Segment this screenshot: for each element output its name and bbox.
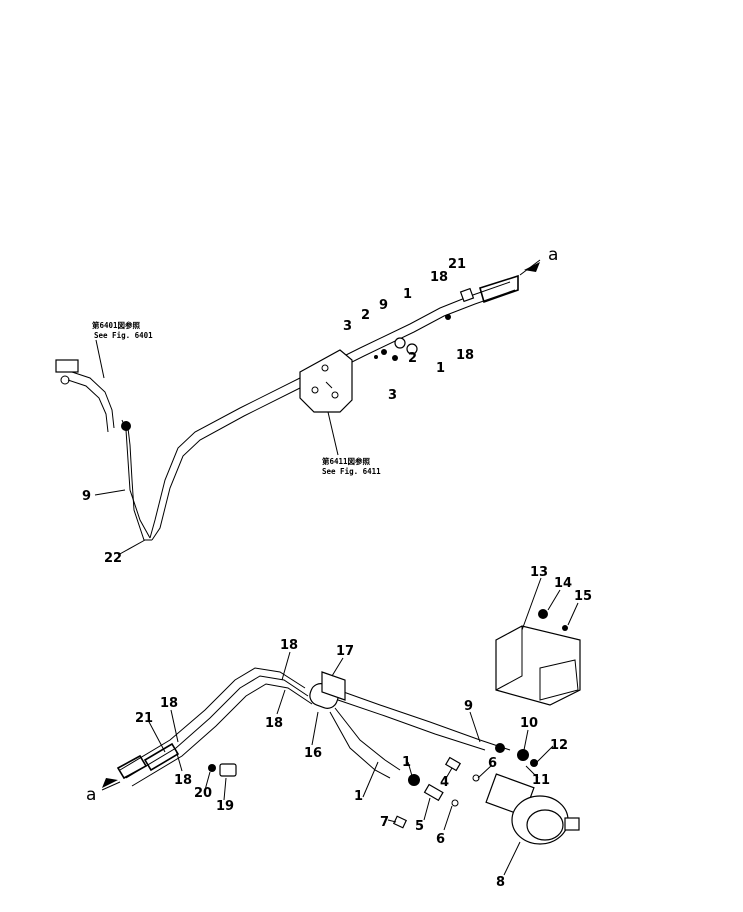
callout: 1: [403, 287, 412, 302]
callout: 14: [554, 576, 572, 591]
direction-label-bottom: a: [86, 785, 96, 805]
lower-assembly: [101, 577, 581, 876]
callout: 3: [388, 388, 397, 403]
callout: 2: [361, 308, 370, 323]
callout: 18: [265, 716, 283, 731]
callout: 11: [532, 773, 550, 788]
callout: 1: [354, 789, 363, 804]
callout: 1: [402, 755, 411, 770]
callout: 6: [488, 756, 497, 771]
reference-note-6401-jp: 第6401図参照: [92, 320, 141, 330]
callout: 18: [160, 696, 178, 711]
callout: 8: [496, 875, 505, 890]
callout: 9: [379, 298, 388, 313]
callout: 20: [194, 786, 212, 801]
callout: 16: [304, 746, 322, 761]
arrow-icon: [524, 262, 540, 272]
callout: 18: [430, 270, 448, 285]
callout: 22: [104, 551, 122, 566]
callout: 10: [520, 716, 538, 731]
reference-note-6401-en: See Fig. 6401: [94, 331, 153, 340]
callout: 18: [280, 638, 298, 653]
callout: 2: [408, 351, 417, 366]
upper-assembly: [55, 259, 541, 556]
reference-note-6411-en: See Fig. 6411: [322, 467, 381, 476]
callout: 13: [530, 565, 548, 580]
callout: 18: [456, 348, 474, 363]
callout: 6: [436, 832, 445, 847]
callout: 1: [436, 361, 445, 376]
callout: 18: [174, 773, 192, 788]
reference-note-6411-jp: 第6411図参照: [322, 456, 371, 466]
arrow-icon: [102, 778, 118, 788]
callout: 5: [415, 819, 424, 834]
callout: 3: [343, 319, 352, 334]
callout: 21: [135, 711, 153, 726]
callout: 19: [216, 799, 234, 814]
callout: 4: [440, 775, 449, 790]
callout: 9: [464, 699, 473, 714]
callout: 21: [448, 257, 466, 272]
direction-label-top: a: [548, 245, 558, 265]
callout: 12: [550, 738, 568, 753]
callout: 9: [82, 489, 91, 504]
callout: 15: [574, 589, 592, 604]
callout: 17: [336, 644, 354, 659]
callout: 7: [380, 815, 389, 830]
